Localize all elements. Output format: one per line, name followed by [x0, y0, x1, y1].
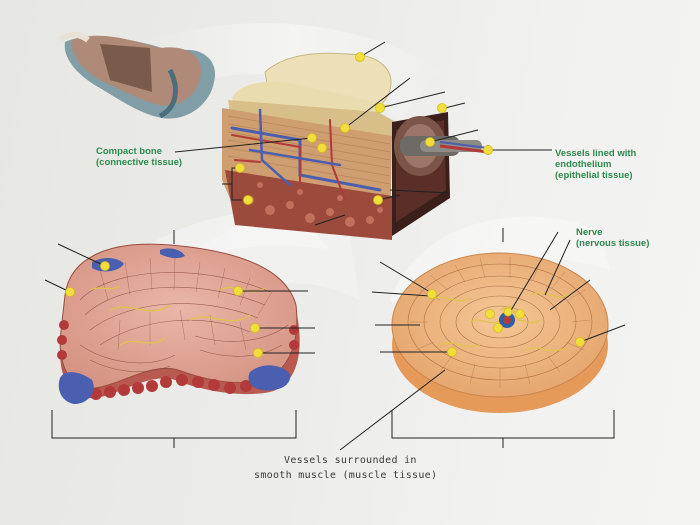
- marker-dot[interactable]: [425, 137, 435, 147]
- marker-dot[interactable]: [233, 286, 243, 296]
- nerve-label-line2: (nervous tissue): [576, 238, 650, 249]
- marker-dot[interactable]: [485, 309, 495, 319]
- marker-dot[interactable]: [427, 289, 437, 299]
- marker-dot[interactable]: [235, 163, 245, 173]
- marker-dot[interactable]: [375, 103, 385, 113]
- left-cross-section: [57, 243, 300, 404]
- marker-dot[interactable]: [575, 337, 585, 347]
- caption-line2: smooth muscle (muscle tissue): [254, 470, 438, 481]
- leader-lines: [44, 41, 626, 451]
- marker-dot[interactable]: [340, 123, 350, 133]
- vessels-endothelium-label-line3: (epithelial tissue): [555, 170, 633, 181]
- marker-dot[interactable]: [437, 103, 447, 113]
- vessels-endothelium-label-line2: endothelium: [555, 159, 612, 170]
- marker-dot[interactable]: [447, 347, 457, 357]
- marker-dot[interactable]: [483, 145, 493, 155]
- marker-dot[interactable]: [515, 309, 525, 319]
- vessels-endothelium-label: Vessels lined with endothelium (epitheli…: [555, 148, 636, 181]
- long-bone-illustration: [58, 31, 216, 119]
- compact-bone-block: [222, 52, 492, 240]
- caption-line1: Vessels surrounded in: [284, 455, 417, 466]
- marker-dot[interactable]: [253, 348, 263, 358]
- marker-dot[interactable]: [503, 307, 513, 317]
- label-markers: [65, 52, 585, 358]
- marker-dot[interactable]: [65, 287, 75, 297]
- compact-bone-label-line1: Compact bone: [96, 146, 162, 157]
- nerve-label-line1: Nerve: [576, 227, 603, 238]
- marker-dot[interactable]: [493, 323, 503, 333]
- marker-dot[interactable]: [373, 195, 383, 205]
- marker-dot[interactable]: [250, 323, 260, 333]
- marker-dot[interactable]: [100, 261, 110, 271]
- smooth-muscle-caption: Vessels surrounded in smooth muscle (mus…: [254, 453, 437, 483]
- right-cross-section: [391, 252, 609, 413]
- marker-dot[interactable]: [243, 195, 253, 205]
- compact-bone-label: Compact bone (connective tissue): [96, 146, 182, 168]
- compact-bone-label-line2: (connective tissue): [96, 157, 183, 168]
- marker-dot[interactable]: [355, 52, 365, 62]
- marker-dot[interactable]: [307, 133, 317, 143]
- nerve-label: Nerve (nervous tissue): [576, 227, 649, 249]
- marker-dot[interactable]: [317, 143, 327, 153]
- vessels-endothelium-label-line1: Vessels lined with: [555, 148, 637, 159]
